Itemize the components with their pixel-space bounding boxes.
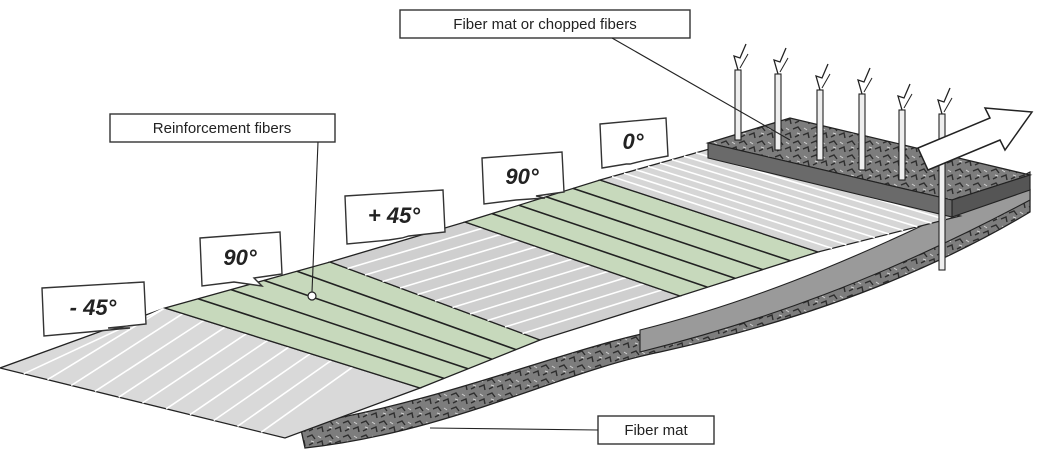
callout-fiber-mat: Fiber mat [430,416,714,444]
angle-label: 90° [223,245,256,270]
callout-fiber-mat-or-chopped: Fiber mat or chopped fibers [400,10,790,140]
angle-label: - 45° [70,295,117,320]
callout-fiber-mat-or-chopped-label: Fiber mat or chopped fibers [453,16,636,33]
needle-1 [734,44,748,140]
arrow-right-icon [918,108,1032,170]
angle-label: 90° [505,164,538,189]
angle-label: + 45° [368,203,420,228]
angle-label: 0° [622,129,643,154]
angle-tag-2: 90° [200,232,282,286]
angle-tag-5: 0° [600,118,668,168]
callout-fiber-mat-label: Fiber mat [624,422,688,439]
callout-reinforcement-fibers-label: Reinforcement fibers [153,120,291,137]
